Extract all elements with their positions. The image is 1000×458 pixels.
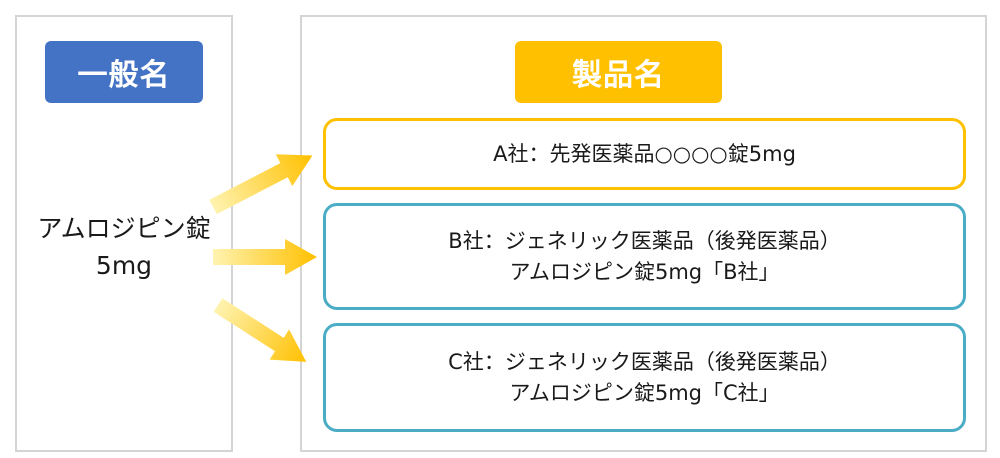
- product-a-label: A社：先発医薬品○○○○錠5mg: [493, 141, 796, 166]
- product-b-name: アムロジピン錠5mg「B社」: [509, 259, 780, 284]
- product-name-header: 製品名: [515, 41, 722, 103]
- arrow-to-a-icon: [209, 154, 313, 215]
- generic-drug-name-line2: 5mg: [95, 251, 153, 280]
- product-b-label: B社：ジェネリック医薬品（後発医薬品）: [448, 228, 841, 253]
- product-box-c: C社：ジェネリック医薬品（後発医薬品） アムロジピン錠5mg「C社」: [323, 323, 966, 432]
- arrow-to-b-icon: [213, 239, 317, 275]
- product-box-a: A社：先発医薬品○○○○錠5mg: [323, 118, 966, 190]
- product-c-name: アムロジピン錠5mg「C社」: [509, 380, 780, 405]
- generic-drug-name-line1: アムロジピン錠: [37, 214, 211, 243]
- generic-drug-name: アムロジピン錠 5mg: [18, 210, 230, 284]
- product-c-label: C社：ジェネリック医薬品（後発医薬品）: [448, 349, 841, 374]
- product-box-b: B社：ジェネリック医薬品（後発医薬品） アムロジピン錠5mg「B社」: [323, 203, 966, 310]
- generic-name-header: 一般名: [45, 41, 203, 103]
- arrow-to-c-icon: [213, 298, 307, 362]
